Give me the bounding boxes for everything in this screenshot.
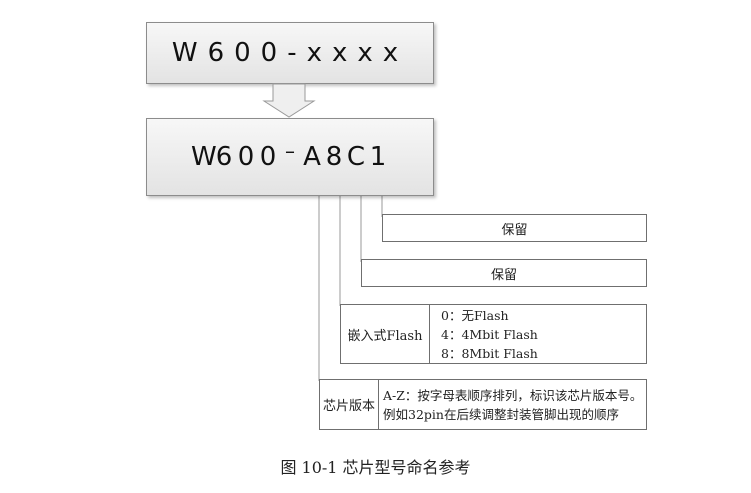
chip-version-line: A-Z：按字母表顺序排列，标识该芯片版本号。 (383, 387, 643, 403)
field-reserved-1: 保留 (382, 214, 647, 242)
model-char-chip-version: A (303, 142, 321, 172)
model-char: W (191, 142, 217, 172)
chip-version-label: 芯片版本 (322, 399, 375, 414)
model-number-generic: W600-xxxx (171, 38, 409, 68)
model-dash: – (285, 139, 295, 163)
field-embedded-flash: 嵌入式Flash 0：无Flash 4：4Mbit Flash 8：8Mbit … (340, 304, 647, 364)
field-chip-version: 芯片版本 A-Z：按字母表顺序排列，标识该芯片版本号。 例如32pin在后续调整… (319, 379, 647, 430)
model-char-reserved-1: 1 (369, 142, 387, 172)
model-char: 0 (237, 142, 255, 172)
model-number-generic-box: W600-xxxx (146, 22, 434, 84)
field-reserved-1-label: 保留 (501, 222, 528, 238)
field-reserved-2-label: 保留 (490, 267, 517, 283)
chip-version-line: 例如32pin在后续调整封装管脚出现的顺序 (383, 406, 619, 422)
flash-label: 嵌入式Flash (347, 328, 423, 344)
field-reserved-2: 保留 (361, 259, 647, 287)
down-arrow (262, 83, 316, 118)
flash-option: 4：4Mbit Flash (441, 326, 538, 342)
flash-options: 0：无Flash 4：4Mbit Flash 8：8Mbit Flash (441, 305, 646, 363)
figure-caption: 图 10-1 芯片型号命名参考 (280, 458, 471, 477)
model-char: 6 (215, 142, 233, 172)
flash-label-cell: 嵌入式Flash (341, 305, 430, 363)
chip-version-description: A-Z：按字母表顺序排列，标识该芯片版本号。 例如32pin在后续调整封装管脚出… (383, 380, 646, 429)
model-char: 0 (259, 142, 277, 172)
model-char-reserved-2: C (346, 142, 366, 172)
model-char-flash: 8 (325, 142, 343, 172)
chip-version-label-cell: 芯片版本 (320, 380, 379, 429)
model-number-specific-box: W 6 0 0 – A 8 C 1 (146, 118, 434, 196)
flash-option: 0：无Flash (441, 307, 509, 323)
flash-option: 8：8Mbit Flash (441, 345, 538, 361)
